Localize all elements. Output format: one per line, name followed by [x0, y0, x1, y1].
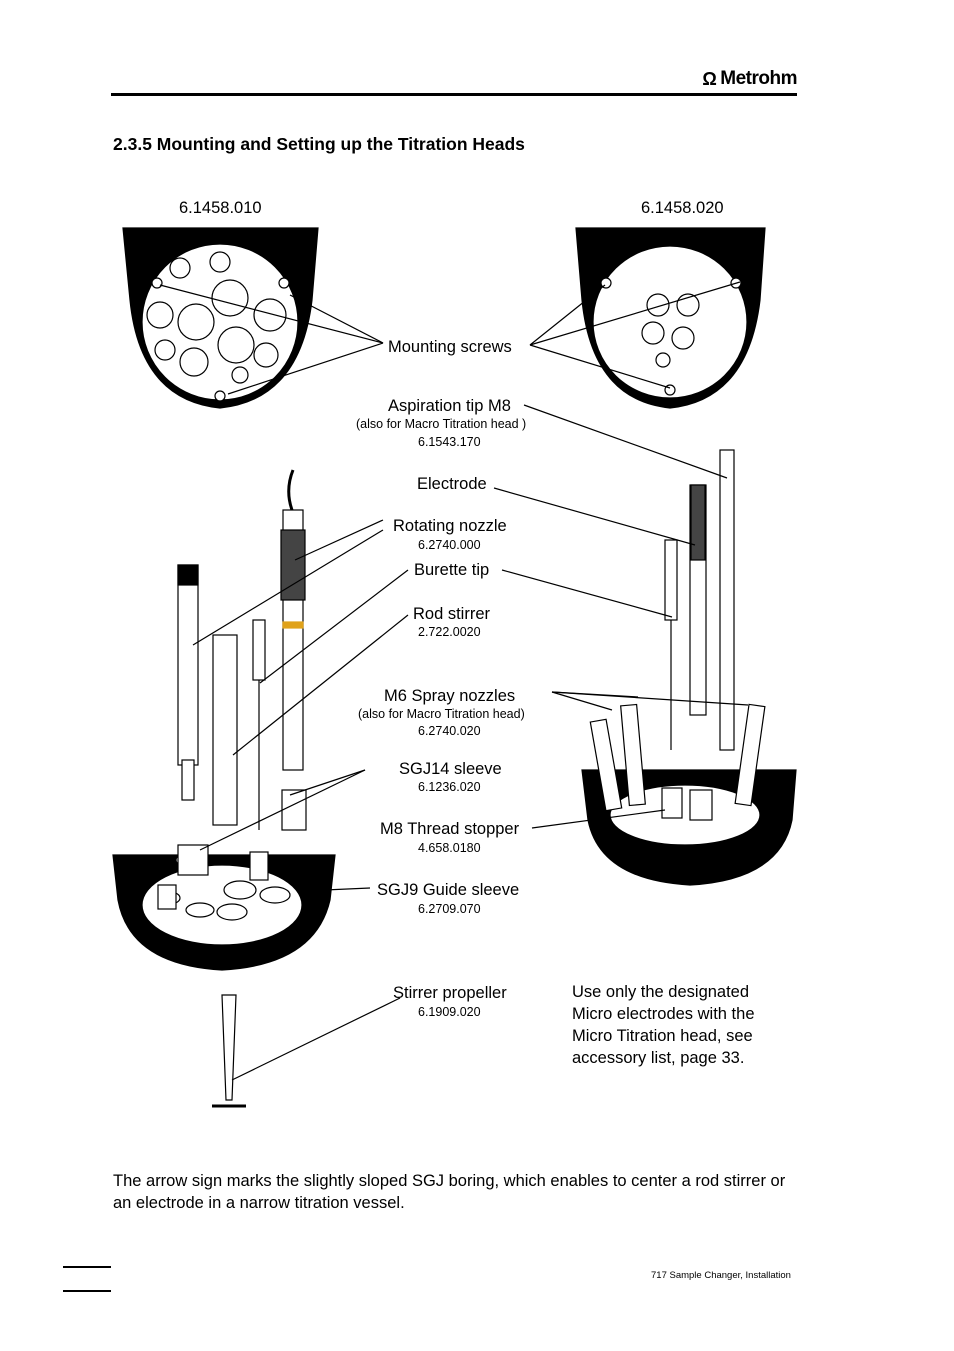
label-rod-stirrer-number: 2.722.0020	[418, 625, 481, 639]
footer-rule-bottom	[63, 1290, 111, 1292]
label-sgj9-guide-sleeve-number: 6.2709.070	[418, 902, 481, 916]
label-aspiration-tip: Aspiration tip M8	[388, 397, 511, 415]
label-stirrer-propeller-number: 6.1909.020	[418, 1005, 481, 1019]
right-head-top-view	[575, 227, 766, 409]
leader-lines	[159, 281, 749, 1081]
label-mounting-screws: Mounting screws	[388, 338, 512, 356]
right-head-assembly	[581, 449, 797, 886]
footer-doc-title: 717 Sample Changer, Installation	[651, 1270, 791, 1281]
right-head-part-number: 6.1458.020	[641, 199, 724, 217]
label-m8-thread-stopper: M8 Thread stopper	[380, 820, 520, 838]
body-paragraph: The arrow sign marks the slightly sloped…	[113, 1172, 786, 1212]
label-burette-tip: Burette tip	[414, 561, 490, 579]
label-spray-nozzles-number: 6.2740.020	[418, 724, 481, 738]
logo-text: Metrohm	[720, 68, 797, 89]
label-rotating-nozzle: Rotating nozzle	[393, 517, 507, 535]
left-head-assembly	[112, 469, 336, 1108]
left-head-top-view	[122, 227, 319, 409]
label-electrode: Electrode	[417, 475, 487, 493]
label-sgj14-sleeve: SGJ14 sleeve	[399, 760, 502, 778]
label-rod-stirrer: Rod stirrer	[413, 605, 491, 623]
label-sgj9-guide-sleeve: SGJ9 Guide sleeve	[377, 881, 520, 899]
label-aspiration-tip-note: (also for Macro Titration head )	[356, 417, 527, 431]
header-rule	[111, 93, 797, 96]
omega-logo-icon: Ω	[702, 68, 717, 89]
label-m8-thread-stopper-number: 4.658.0180	[418, 841, 481, 855]
section-title: 2.3.5 Mounting and Setting up the Titrat…	[113, 134, 525, 154]
label-stirrer-propeller: Stirrer propeller	[393, 984, 507, 1002]
label-spray-nozzles-note: (also for Macro Titration head)	[358, 707, 525, 721]
label-sgj14-sleeve-number: 6.1236.020	[418, 780, 481, 794]
footer-rule-top	[63, 1266, 111, 1268]
label-rotating-nozzle-number: 6.2740.000	[418, 538, 481, 552]
metrohm-logo: Ω Metrohm	[702, 68, 797, 90]
label-spray-nozzles: M6 Spray nozzles	[384, 687, 516, 705]
micro-electrode-note: Use only the designated Micro electrodes…	[572, 983, 755, 1067]
left-head-part-number: 6.1458.010	[179, 199, 262, 217]
label-aspiration-tip-number: 6.1543.170	[418, 435, 481, 449]
